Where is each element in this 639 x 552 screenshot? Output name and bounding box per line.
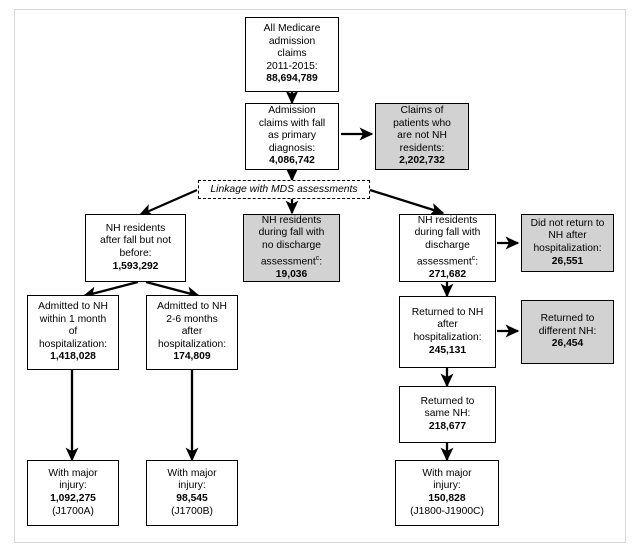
node-code: (J1700A)	[52, 505, 94, 517]
node-line-suffix: :	[475, 256, 479, 268]
node-line: after	[181, 326, 203, 338]
node-injury-j1700a: With major injury: 1,092,275 (J1700A)	[27, 460, 119, 526]
node-line: hospitalization:	[38, 338, 108, 350]
node-value: 1,418,028	[50, 351, 96, 363]
node-line: Returned to	[420, 395, 475, 407]
linkage-box: Linkage with MDS assessments	[198, 180, 370, 199]
node-line: same NH:	[424, 408, 471, 420]
node-did-not-return: Did not return to NH after hospitalizati…	[521, 214, 614, 272]
node-injury-j1700b: With major injury: 98,545 (J1700B)	[146, 460, 238, 526]
node-line: different NH:	[538, 325, 597, 337]
node-line: With major	[422, 467, 472, 479]
node-line: during fall with	[258, 227, 325, 239]
node-line-with-superscript: assessmentc:	[403, 253, 492, 269]
node-line: claims with fall	[258, 117, 326, 129]
node-line: claims	[277, 48, 307, 60]
node-value: 2,202,732	[399, 155, 445, 167]
node-injury-j1800-j1900c: With major injury: 150,828 (J1800-J1900C…	[395, 460, 499, 526]
node-line: All Medicare	[263, 23, 321, 35]
node-line: Claims of	[400, 105, 444, 117]
node-not-nh-residents: Claims of patients who are not NH reside…	[375, 103, 469, 170]
node-line: With major	[48, 467, 98, 479]
node-returned-same-nh: Returned to same NH: 218,677	[399, 386, 496, 443]
node-value: 1,092,275	[50, 493, 96, 504]
node-line: With major	[167, 467, 217, 479]
node-admitted-2-6-months: Admitted to NH 2-6 months after hospital…	[146, 295, 238, 370]
node-line: during fall with	[414, 227, 481, 239]
node-line: Returned to	[540, 313, 595, 325]
node-value: 174,809	[173, 351, 211, 363]
node-line: injury:	[433, 480, 461, 492]
node-after-fall-not-before: NH residents after fall but not before: …	[85, 214, 186, 282]
node-value: 150,828	[428, 493, 466, 504]
node-line-suffix: :	[319, 256, 323, 268]
node-with-discharge-assessment: NH residents during fall with discharge …	[399, 214, 496, 282]
node-value: 271,682	[428, 268, 467, 280]
node-value: 26,551	[551, 255, 584, 267]
node-value: 218,677	[428, 420, 467, 432]
node-admitted-within-1-month: Admitted to NH within 1 month of hospita…	[27, 295, 119, 370]
node-line: 2-6 months	[166, 313, 218, 325]
node-line: hospitalization:	[157, 338, 227, 350]
node-line: after	[437, 319, 458, 331]
node-value: 1,593,292	[112, 260, 159, 272]
node-line: discharge	[425, 240, 470, 251]
node-line: injury:	[59, 480, 87, 492]
node-line: hospitalization:	[413, 332, 482, 343]
node-line: Admission	[268, 105, 316, 117]
node-line: patients who	[393, 117, 451, 129]
node-value: 26,454	[551, 338, 584, 350]
node-line: NH residents	[417, 214, 478, 226]
linkage-label: Linkage with MDS assessments	[210, 184, 358, 195]
node-line: hospitalization:	[533, 243, 602, 254]
node-line: before:	[119, 248, 152, 259]
node-returned-after-hospitalization: Returned to NH after hospitalization: 24…	[399, 296, 496, 368]
node-code: (J1800-J1900C)	[410, 505, 484, 517]
node-fall-primary: Admission claims with fall as primary di…	[245, 103, 339, 170]
node-no-discharge-assessment: NH residents during fall with no dischar…	[243, 214, 340, 282]
node-line: within 1 month	[39, 313, 107, 325]
node-line: residents:	[399, 142, 445, 154]
node-line: injury:	[178, 480, 206, 492]
node-line: after fall but not	[100, 235, 171, 247]
node-value: 88,694,789	[266, 73, 318, 85]
node-line: diagnosis:	[268, 142, 316, 154]
node-line-text: assessment	[260, 256, 316, 268]
node-line: Did not return to	[530, 217, 605, 229]
node-line-text: assessment	[416, 256, 472, 268]
node-line: are not NH	[397, 130, 447, 142]
node-line: NH after	[548, 230, 587, 242]
node-line: NH residents	[261, 214, 322, 226]
node-value: 98,545	[176, 493, 208, 504]
node-line-with-superscript: assessmentc:	[247, 253, 336, 269]
node-line: Returned to NH	[411, 306, 484, 318]
node-line: 2011-2015:	[266, 60, 318, 72]
node-line: of	[68, 326, 78, 338]
node-line: Admitted to NH	[157, 301, 227, 313]
node-line: as primary	[267, 130, 317, 142]
footnote-marker: c	[315, 254, 320, 262]
node-line: Admitted to NH	[38, 301, 108, 313]
node-value: 19,036	[275, 268, 308, 280]
node-code: (J1700B)	[171, 505, 213, 517]
node-line: no discharge	[262, 240, 321, 251]
footnote-marker: c	[471, 254, 476, 262]
node-line: NH residents	[105, 222, 166, 234]
node-line: admission	[268, 35, 316, 47]
node-value: 245,131	[428, 344, 467, 356]
node-returned-different-nh: Returned to different NH: 26,454	[521, 300, 614, 364]
node-value: 4,086,742	[269, 155, 315, 167]
node-all-claims: All Medicare admission claims 2011-2015:…	[245, 17, 339, 92]
